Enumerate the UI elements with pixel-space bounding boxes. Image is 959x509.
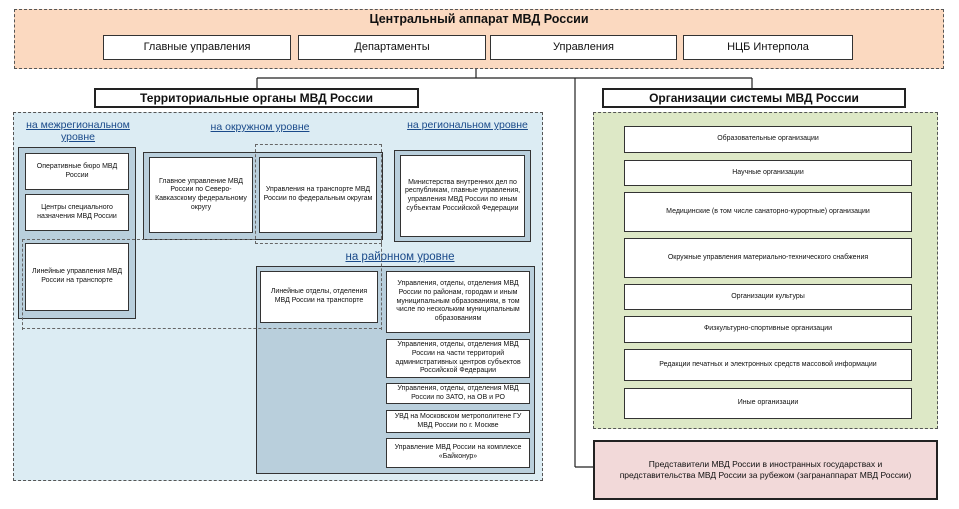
org-media: Редакции печатных и электронных средств … — [624, 349, 912, 381]
transport-group-outline-district — [255, 144, 382, 244]
level-regional-label: на региональном уровне — [407, 119, 528, 131]
central-unit-main-directorates: Главные управления — [103, 35, 291, 60]
level-interregional-label: на межрегиональном уровне — [26, 119, 130, 144]
moscow-metro-box: УВД на Московском метрополитене ГУ МВД Р… — [386, 410, 530, 433]
organizations-title: Организации системы МВД России — [602, 88, 906, 108]
org-logistics: Окружные управления материально-техничес… — [624, 238, 912, 278]
transport-group-outline-top — [22, 239, 255, 240]
level-local-label: на районном уровне — [345, 251, 455, 263]
transport-district-directorates-box: Управления на транспорте МВД России по ф… — [259, 157, 377, 233]
org-other: Иные организации — [624, 388, 912, 419]
org-culture: Организации культуры — [624, 284, 912, 310]
central-unit-ncb-interpol: НЦБ Интерпола — [683, 35, 853, 60]
zato-departments-box: Управления, отделы, отделения МВД России… — [386, 383, 530, 404]
line-transport-directorates-box: Линейные управления МВД России на трансп… — [25, 243, 129, 311]
special-purpose-centers-box: Центры специального назначения МВД Росси… — [25, 194, 129, 231]
transport-group-outline-bottom — [22, 328, 382, 329]
territorial-title: Территориальные органы МВД России — [94, 88, 419, 108]
regional-ministries-box: Министерства внутренних дел по республик… — [400, 155, 525, 237]
central-unit-departments: Департаменты — [298, 35, 486, 60]
admin-centers-departments-box: Управления, отделы, отделения МВД России… — [386, 339, 530, 378]
org-educational: Образовательные организации — [624, 126, 912, 153]
central-unit-directorates: Управления — [490, 35, 677, 60]
org-medical: Медицинские (в том числе санаторно-курор… — [624, 192, 912, 232]
north-caucasus-directorate-box: Главное управление МВД России по Северо-… — [149, 157, 253, 233]
central-apparatus-title: Центральный аппарат МВД России — [369, 12, 589, 26]
operational-bureaus-box: Оперативные бюро МВД России — [25, 153, 129, 190]
transport-group-outline-interregional — [22, 239, 382, 330]
line-transport-departments-box: Линейные отделы, отделения МВД России на… — [260, 271, 378, 323]
baikonur-box: Управление МВД России на комплексе «Байк… — [386, 438, 530, 468]
municipal-departments-box: Управления, отделы, отделения МВД России… — [386, 271, 530, 333]
org-scientific: Научные организации — [624, 160, 912, 186]
level-district-label: на окружном уровне — [210, 121, 310, 133]
org-sports: Физкультурно-спортивные организации — [624, 316, 912, 343]
abroad-representatives-box: Представители МВД России в иностранных г… — [593, 440, 938, 500]
